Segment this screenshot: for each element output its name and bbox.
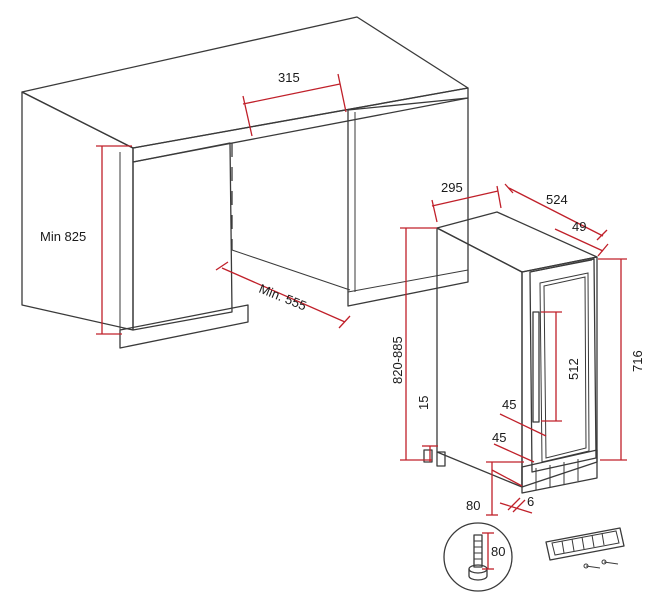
door-thickness-line [554,228,604,252]
ventilation-grille [521,449,598,494]
adjustable-height-label: 820-885 [390,336,405,384]
foot-height-label: 80 [491,544,505,559]
niche-width-ext-right [337,73,347,113]
cooler-width-ext-left [431,199,438,223]
total-height-label: 716 [630,350,645,372]
cooler-side [436,227,523,488]
screw-head [601,559,607,565]
grille-part-slot [571,538,575,552]
cooler-dimensions: 295 524 49 820-885 716 512 45 45 [390,180,645,516]
front-foot [436,451,446,467]
grille-part-body [545,527,625,561]
right-cabinet-base-line [347,269,469,293]
worktop-front-face [132,87,469,163]
min-height-label: Min 825 [40,229,86,244]
cooler-depth-ext-back [504,183,514,194]
wine-cooler [423,211,598,494]
plinth-gap-tick-b [512,499,526,513]
foot-detail-circle [443,522,513,592]
handle-length-label: 512 [566,358,581,380]
min-depth-label: Min. 555 [257,281,309,314]
grille-part-slot [561,540,565,554]
niche-width-line [242,83,341,105]
foot-detail: 80 [443,522,513,592]
cooler-glass-inner [543,276,587,459]
door-thickness-ext [597,243,609,257]
plinth-gap-label: 6 [527,494,534,509]
cabinet-left-side [21,91,134,331]
grille-part-inner [551,530,620,556]
cooler-depth-ext-front [596,229,608,241]
handle-top-offset-line [499,413,547,437]
grille-part-slot [601,532,605,546]
min-depth-line [221,267,346,323]
door-handle [532,311,540,423]
handle-side-offset-label: 45 [492,430,506,445]
foot-base [468,569,488,581]
grille-part-slot [591,534,595,548]
left-plinth [119,304,249,349]
plinth-height-label: 80 [466,498,480,513]
plinth-gap-line [499,502,533,514]
door-top-trim [529,259,593,273]
screw-head [583,563,589,569]
min-depth-ext-front [215,261,229,271]
handle-side-offset-line [493,443,535,463]
rear-foot [423,449,433,463]
kitchen-cabinet [21,16,469,349]
niche-floor-left [231,249,351,291]
right-cabinet-front [347,97,469,307]
cooler-depth-line [508,187,604,237]
min-depth-ext-back [338,315,351,329]
cooler-depth-label: 524 [546,192,568,207]
plinth-gap-tick-a [507,497,521,511]
door-thickness-label: 49 [572,219,586,234]
leg-height-label: 15 [416,396,431,410]
cabinet-dimensions: 315 Min 825 Min. 555 [40,70,351,335]
grille-part-slot [581,536,585,550]
niche-width-label: 315 [278,70,300,85]
plinth-height-diag [491,469,523,487]
cooler-glass [539,272,590,463]
vent-grille-part [545,527,625,569]
niche-width-ext-left [242,95,253,137]
cooler-width-label: 295 [441,180,463,195]
handle-top-offset-label: 45 [502,397,516,412]
cooler-width-line [431,190,499,207]
foot-screw [473,534,483,568]
cooler-width-ext-right [496,185,502,209]
left-cabinet-front [132,142,233,331]
